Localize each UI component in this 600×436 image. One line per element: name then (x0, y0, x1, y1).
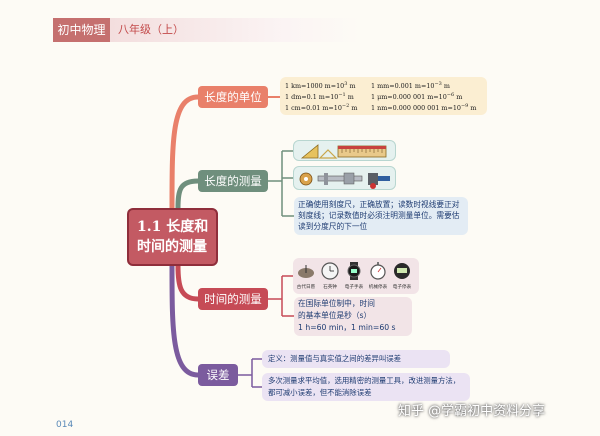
digital-stopwatch-icon (394, 263, 410, 279)
time-unit-box: 在国际单位制中，时间 的基本单位是秒（s） 1 h=60 min，1 min=6… (294, 297, 412, 336)
watermark: 知乎 @学霸初中资料分享 (398, 404, 546, 419)
error-definition: 定义：测量值与真实值之间的差异叫误差 (262, 350, 450, 368)
measure-rules-text: 正确使用刻度尺，正确放置；读数时视线要正对刻度线；记录数值时必须注明测量单位。需… (294, 197, 468, 235)
ruler-icon (300, 144, 387, 159)
mechanical-stopwatch-item: 机械停表 (367, 262, 389, 291)
central-topic: 1.1 长度和 时间的测量 (127, 208, 218, 266)
central-topic-line1: 1.1 长度和 (137, 219, 209, 235)
subject-tab: 初中物理 (53, 18, 110, 42)
unit-dm: 1 dm=0.1 m=10−1 m (285, 92, 354, 102)
unit-km: 1 km=1000 m=103 m (285, 81, 356, 91)
rulers-illustration (293, 140, 396, 161)
error-reduction-text: 多次测量求平均值，选用精密的测量工具，改进测量方法，都可减小误差，但不能消除误差 (262, 373, 470, 401)
wall-clock-icon (321, 262, 339, 280)
calipers-illustration (293, 166, 396, 190)
electronic-stopwatch-item: 电子停表 (391, 262, 413, 291)
stopwatch-icon (370, 262, 386, 280)
sundial-item: 古代日晷 (295, 262, 317, 291)
central-topic-line2: 时间的测量 (137, 239, 207, 255)
branch-time-measure: 时间的测量 (198, 288, 268, 310)
sundial-icon (298, 265, 314, 278)
quartz-clock-item: 石英钟 (319, 262, 341, 291)
time-unit-line3: 1 h=60 min，1 min=60 s (298, 323, 396, 332)
electronic-watch-label: 电子手表 (344, 285, 364, 290)
unit-nm: 1 nm=0.000 000 001 m=10−9 m (371, 103, 477, 113)
time-unit-line2: 的基本单位是秒（s） (298, 311, 372, 320)
branch-length-measure: 长度的测量 (198, 170, 268, 192)
electronic-stopwatch-label: 电子停表 (392, 285, 412, 290)
quartz-clock-label: 石英钟 (323, 285, 337, 290)
caliper-icon (299, 172, 390, 189)
unit-um: 1 μm=0.000 001 m=10−6 m (371, 92, 463, 102)
branch-error: 误差 (198, 364, 238, 386)
wristwatch-icon (347, 262, 361, 280)
length-units-box: 1 km=1000 m=103 m 1 mm=0.001 m=10−3 m 1 … (280, 77, 487, 115)
mechanical-stopwatch-label: 机械停表 (368, 285, 388, 290)
timing-tools-box: 古代日晷 石英钟 电子手表 机械停表 电子停表 (293, 258, 419, 294)
time-unit-line1: 在国际单位制中，时间 (298, 299, 375, 308)
electronic-watch-item: 电子手表 (343, 262, 365, 291)
unit-cm: 1 cm=0.01 m=10−2 m (285, 103, 358, 113)
unit-mm: 1 mm=0.001 m=10−3 m (371, 81, 450, 91)
page-number: 014 (56, 420, 74, 430)
sundial-label: 古代日晷 (296, 285, 316, 290)
grade-label: 八年级（上） (110, 18, 360, 42)
branch-length-unit: 长度的单位 (198, 86, 268, 108)
